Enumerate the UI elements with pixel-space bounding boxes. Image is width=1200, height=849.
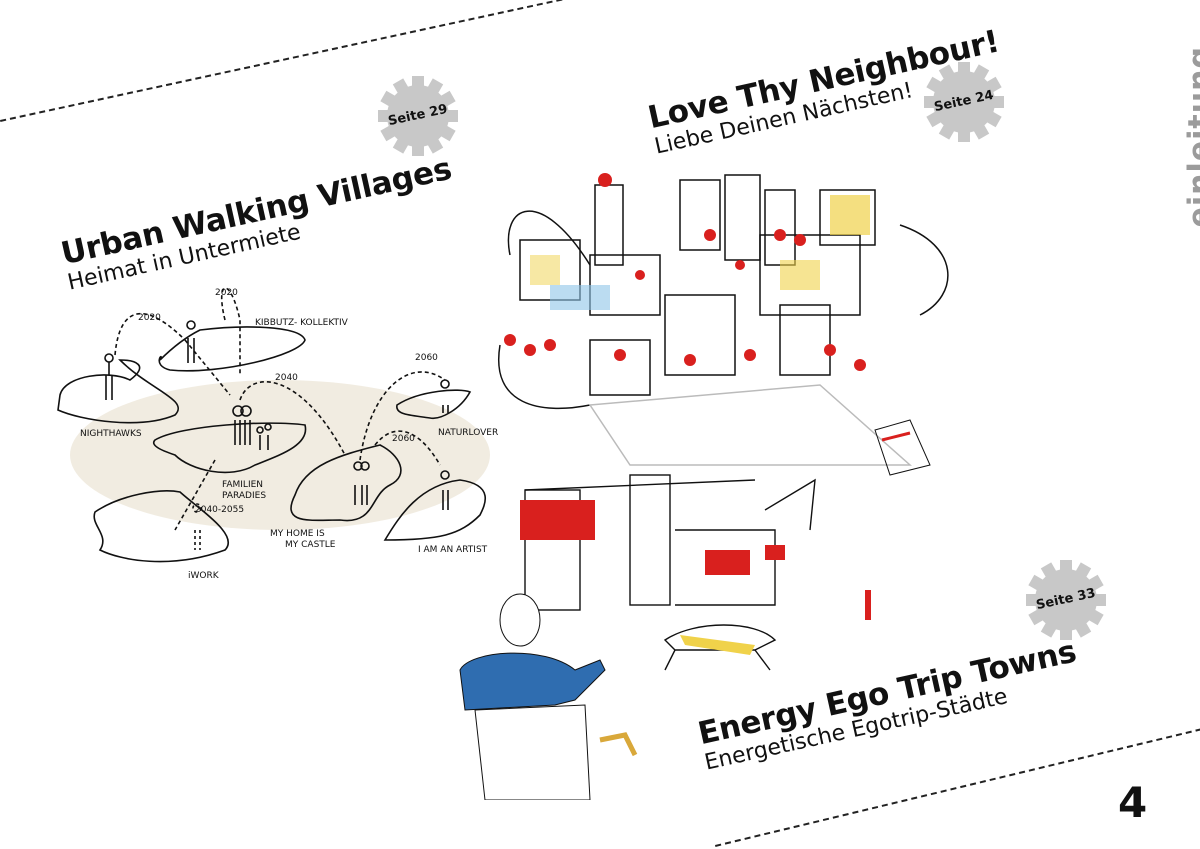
label-2040: 2040 bbox=[275, 373, 298, 383]
label-my-home: MY HOME IS bbox=[270, 529, 325, 539]
label-artist: I AM AN ARTIST bbox=[418, 545, 488, 555]
page-ref-text: Seite 24 bbox=[932, 87, 995, 116]
label-my-castle: MY CASTLE bbox=[285, 540, 336, 550]
label-paradies: PARADIES bbox=[222, 491, 266, 501]
label-2040-2055: 2040-2055 bbox=[195, 505, 244, 515]
page-ref-text: Seite 33 bbox=[1034, 585, 1097, 614]
label-2060a: 2060 bbox=[415, 353, 438, 363]
page-number: 4 bbox=[1118, 778, 1148, 827]
page-ref-badge[interactable]: Seite 24 bbox=[922, 60, 1006, 144]
gear-icon bbox=[924, 62, 1004, 142]
page-ref-badge[interactable]: Seite 29 bbox=[376, 74, 460, 158]
label-2020a: 2020 bbox=[138, 313, 161, 323]
label-nighthawks: NIGHTHAWKS bbox=[80, 429, 142, 439]
love-thy-neighbour-sketch bbox=[497, 173, 949, 476]
label-2060b: 2060 bbox=[392, 434, 415, 444]
top-dashed-line bbox=[0, 0, 563, 122]
energy-ego-trip-sketch bbox=[459, 474, 871, 800]
gear-icon bbox=[378, 76, 458, 156]
label-kibbutz: KIBBUTZ- KOLLEKTIV bbox=[255, 318, 349, 328]
section-label: einleitung bbox=[1182, 46, 1200, 228]
page-ref-badge[interactable]: Seite 33 bbox=[1024, 558, 1108, 642]
urban-walking-villages-sketch: KIBBUTZ- KOLLEKTIV NIGHTHAWKS FAMILIEN P… bbox=[57, 287, 498, 581]
label-2020b: 2020 bbox=[215, 288, 238, 298]
gear-icon bbox=[1026, 560, 1106, 640]
article-urban-walking-villages: Urban Walking Villages Heimat in Untermi… bbox=[58, 151, 460, 297]
label-iwork: iWORK bbox=[188, 571, 220, 581]
label-familien: FAMILIEN bbox=[222, 480, 263, 490]
page-ref-text: Seite 29 bbox=[386, 101, 449, 130]
label-naturlover: NATURLOVER bbox=[438, 428, 498, 438]
